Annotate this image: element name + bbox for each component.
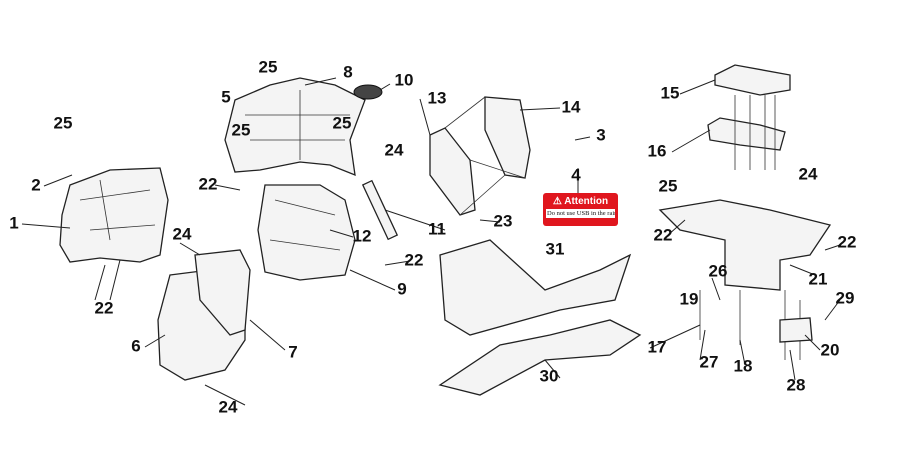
callout: 26 — [709, 261, 728, 280]
callout: 24 — [385, 140, 404, 159]
part-12-center-panel — [257, 184, 356, 281]
callout: 10 — [395, 70, 414, 89]
callout: 22 — [654, 225, 673, 244]
callout: 25 — [333, 113, 352, 132]
callout: 24 — [799, 164, 818, 183]
callout: 14 — [562, 97, 581, 116]
warning-title-text: Attention — [564, 196, 609, 207]
leader-lines — [21, 77, 841, 406]
callout: 20 — [821, 340, 840, 359]
part-1-left-inner-panel — [59, 167, 169, 263]
callout: 12 — [353, 226, 372, 245]
part-31-floor-panel — [439, 239, 632, 336]
callout: 17 — [648, 337, 667, 356]
part-16-bracket — [707, 117, 786, 151]
callout-labels: 25 8 10 5 13 14 15 25 25 25 3 16 24 2 4 … — [9, 57, 856, 416]
callout: 27 — [700, 352, 719, 371]
part-10-cap — [353, 84, 383, 100]
callout: 8 — [343, 62, 352, 81]
callout: 21 — [809, 269, 828, 288]
callout: 4 — [571, 165, 581, 184]
callout: 25 — [54, 113, 73, 132]
callout: 31 — [546, 239, 565, 258]
callout: 16 — [648, 141, 667, 160]
part-13-frame — [429, 127, 476, 216]
callout: 2 — [31, 175, 40, 194]
part-14-cover — [484, 96, 531, 179]
callout: 24 — [219, 397, 238, 416]
callout: 11 — [428, 219, 446, 238]
callout: 6 — [131, 336, 140, 355]
attention-warning-sticker: ⚠ Attention Do not use USB in the rain — [543, 193, 618, 226]
callout: 19 — [680, 289, 699, 308]
warning-sticker-text: Do not use USB in the rain — [546, 209, 615, 218]
callout: 13 — [428, 88, 447, 107]
callout: 23 — [494, 211, 513, 230]
callout: 22 — [95, 298, 114, 317]
part-7-panel — [194, 249, 251, 336]
callout: 1 — [9, 213, 18, 232]
callout: 9 — [397, 279, 406, 298]
callout: 22 — [405, 250, 424, 269]
callout: 15 — [661, 83, 680, 102]
callout: 5 — [221, 87, 230, 106]
callout: 25 — [659, 176, 678, 195]
callout: 29 — [836, 288, 855, 307]
part-30-under-panel — [438, 319, 642, 396]
callout: 18 — [734, 356, 753, 375]
part-15-top-cover — [714, 64, 791, 96]
callout: 24 — [173, 224, 192, 243]
warning-sticker-title: ⚠ Attention — [552, 196, 609, 207]
callout: 7 — [288, 342, 297, 361]
callout: 22 — [199, 174, 218, 193]
callout: 25 — [232, 120, 251, 139]
callout: 30 — [540, 366, 559, 385]
callout: 25 — [259, 57, 278, 76]
part-11-bracket — [361, 179, 399, 241]
part-8-upper-cowl — [224, 77, 366, 177]
callout: 22 — [838, 232, 857, 251]
part-21-storage-box — [658, 199, 832, 291]
callout: 3 — [596, 125, 605, 144]
part-20-bracket — [779, 317, 813, 343]
callout: 28 — [787, 375, 806, 394]
